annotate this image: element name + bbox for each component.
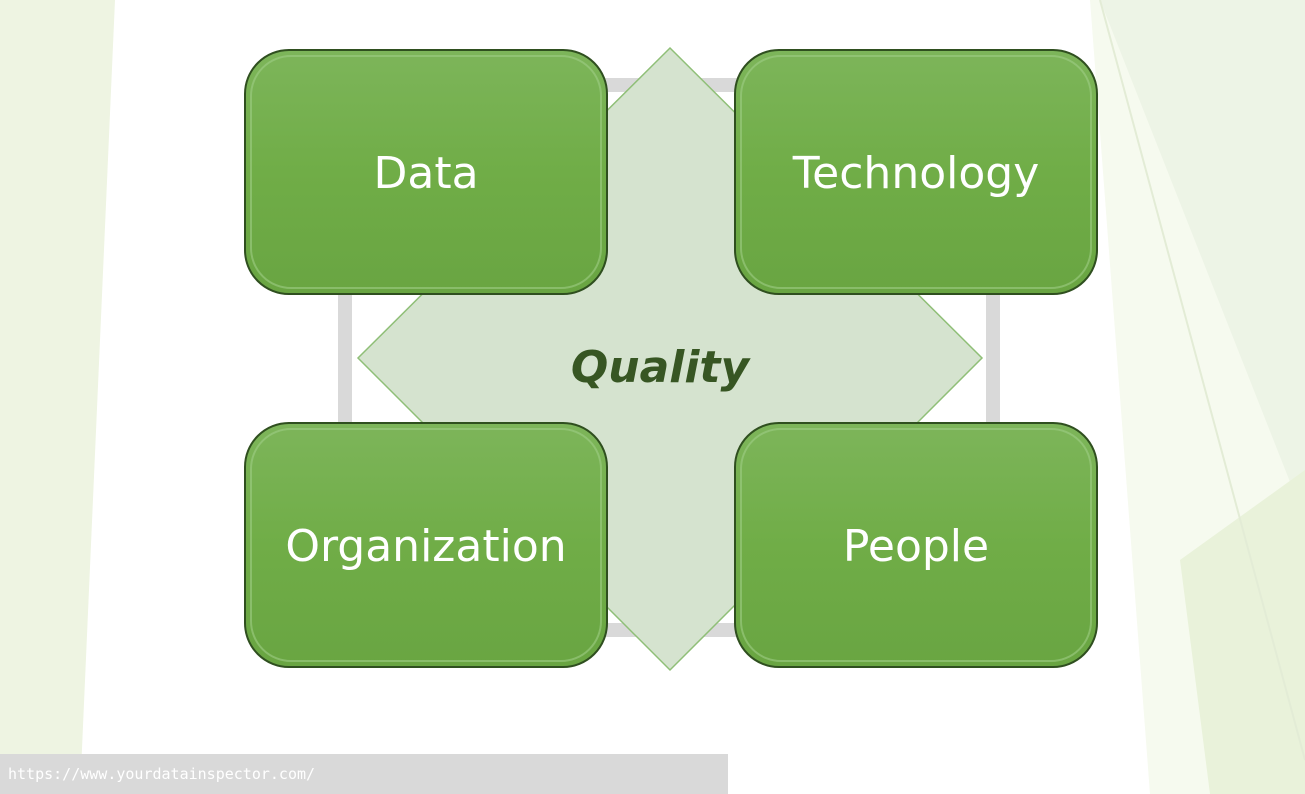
node-data-label: Data — [373, 148, 478, 199]
center-label: Quality — [571, 342, 752, 393]
node-people-box — [734, 422, 1098, 668]
node-technology-box — [734, 49, 1098, 295]
node-people: People — [734, 422, 1098, 668]
left-background-panel — [0, 0, 115, 794]
right-background-line — [1099, 0, 1305, 761]
node-people-label: People — [843, 521, 989, 572]
node-organization-box — [244, 422, 608, 668]
source-url-bar: https://www.yourdatainspector.com/ — [0, 754, 728, 794]
node-technology: Technology — [734, 49, 1098, 295]
source-url: https://www.yourdatainspector.com/ — [8, 765, 316, 783]
node-organization-label: Organization — [285, 521, 566, 572]
node-organization: Organization — [244, 422, 608, 668]
right-background-shard-2 — [1180, 470, 1305, 794]
node-technology-highlight — [740, 55, 1092, 289]
node-data-highlight — [250, 55, 602, 289]
node-technology-label: Technology — [792, 148, 1039, 199]
node-data-box — [244, 49, 608, 295]
node-organization-highlight — [250, 428, 602, 662]
node-data: Data — [244, 49, 608, 295]
node-people-highlight — [740, 428, 1092, 662]
right-background-shard — [1100, 0, 1305, 520]
